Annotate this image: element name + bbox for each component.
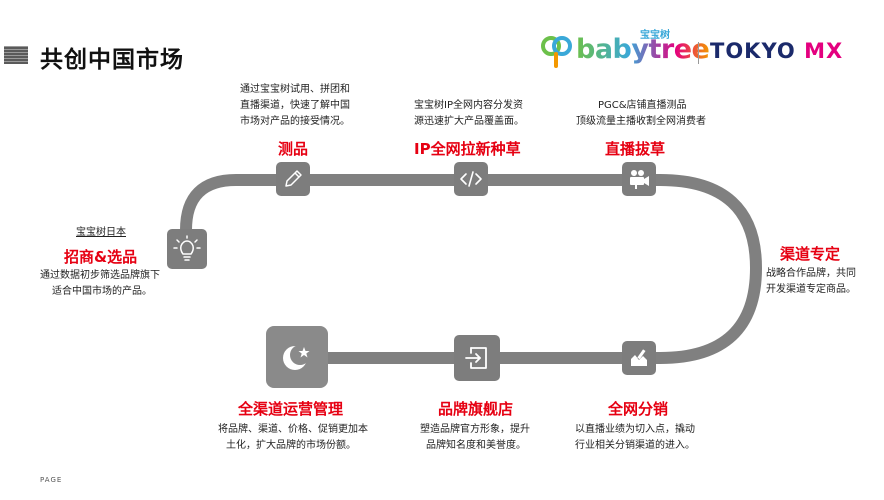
step7-desc-line2: 品牌知名度和美誉度。: [426, 440, 526, 451]
step2-desc-line1: 通过宝宝树试用、拼团和: [240, 84, 350, 95]
crescent-star-icon: [283, 345, 310, 370]
step8-desc-line2: 土化，扩大品牌的市场份额。: [226, 440, 356, 451]
step5-desc-line1: 战略合作品牌，共同: [766, 268, 856, 279]
edit-chart-icon: [631, 349, 647, 366]
step4-desc-line2: 顶级流量主播收割全网消费者: [576, 116, 706, 127]
step3-label: IP全网拉新种草: [414, 140, 521, 158]
step4-label: 直播拔草: [605, 140, 666, 158]
flagship-node[interactable]: [454, 335, 500, 381]
step8-desc-line1: 将品牌、渠道、价格、促销更加本: [218, 424, 368, 435]
code-icon: [460, 171, 482, 187]
step1-desc-line1: 通过数据初步筛选品牌旗下: [40, 270, 160, 281]
step7-desc-line1: 塑造品牌官方形象，提升: [420, 424, 530, 435]
step6-desc-line2: 行业相关分销渠道的进入。: [575, 440, 695, 451]
logo-chinese: 宝宝树: [640, 26, 670, 41]
distribution-node[interactable]: [622, 341, 656, 375]
step3-desc-line1: 宝宝树IP全网内容分发资: [414, 100, 523, 111]
step5-label: 渠道专定: [780, 245, 841, 263]
logo-separator: [698, 42, 699, 64]
step6-label: 全网分销: [608, 400, 669, 418]
step1-label: 招商&选品: [64, 248, 138, 266]
step8-label: 全渠道运营管理: [238, 400, 344, 418]
step2-desc-line2: 直播渠道，快速了解中国: [240, 100, 350, 111]
logo-partner: TOKYO MX: [710, 39, 844, 63]
movie-camera-icon: [630, 170, 649, 189]
step2-label: 测品: [278, 140, 309, 158]
logo: 宝宝树 babytree TOKYO MX: [540, 26, 860, 70]
step7-label: 品牌旗舰店: [438, 400, 514, 418]
step3-desc-line2: 源迅速扩大产品覆盖面。: [414, 116, 524, 127]
step1-desc-line2: 适合中国市场的产品。: [52, 286, 152, 297]
sign-in-icon: [465, 347, 487, 369]
babytree-logo-icon: [541, 36, 572, 68]
page-footer-label: PAGE: [40, 476, 63, 484]
pencil-icon: [285, 170, 302, 187]
step2-desc-line3: 市场对产品的接受情况。: [240, 116, 350, 127]
ip-node[interactable]: [454, 162, 488, 196]
logo-brand: babytree: [576, 34, 710, 65]
page-title: 共创中国市场: [40, 47, 184, 73]
title-marker: [4, 46, 28, 64]
bulb-node[interactable]: [167, 229, 207, 269]
step1-top-text: 宝宝树日本: [76, 227, 126, 238]
step6-desc-line1: 以直播业绩为切入点，撬动: [575, 424, 695, 435]
step5-desc-line2: 开发渠道专定商品。: [766, 284, 856, 295]
live-node[interactable]: [622, 162, 656, 196]
test-node[interactable]: [276, 162, 310, 196]
step4-desc-line1: PGC&店铺直播测品: [598, 100, 687, 111]
lightbulb-icon: [173, 235, 201, 261]
operation-node[interactable]: [266, 326, 328, 388]
